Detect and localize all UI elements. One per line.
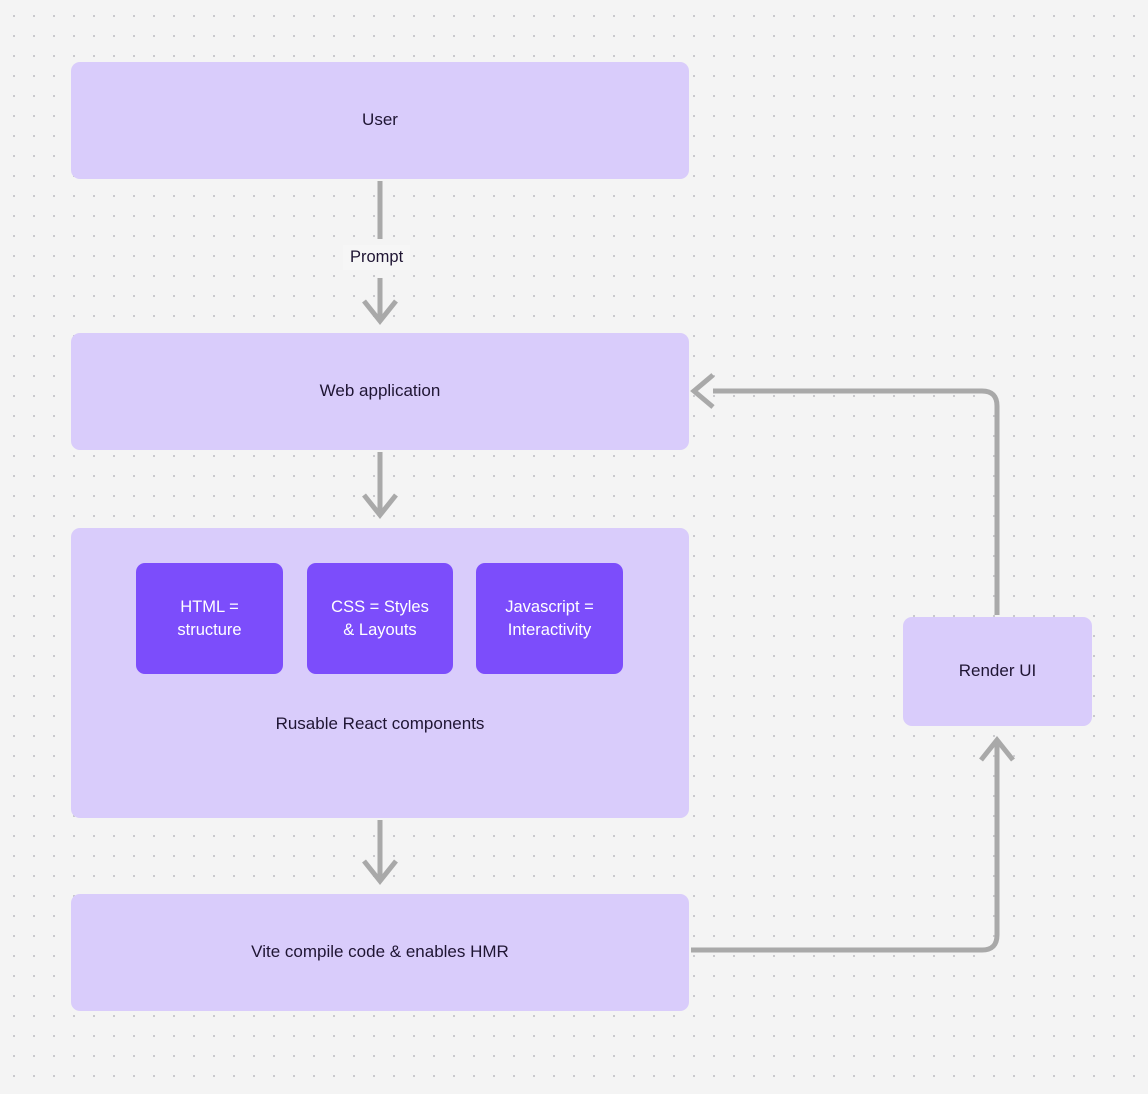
node-javascript-label-line1: Javascript = — [505, 597, 594, 616]
edge-webapp-to-react — [362, 452, 398, 520]
node-user[interactable]: User — [71, 62, 689, 179]
node-css-label: CSS = Styles & Layouts — [331, 596, 429, 642]
node-render-ui-label: Render UI — [958, 661, 1037, 681]
node-render-ui[interactable]: Render UI — [903, 617, 1092, 726]
edge-label-prompt: Prompt — [343, 245, 411, 270]
edge-react-to-vite — [362, 820, 398, 886]
node-web-application[interactable]: Web application — [71, 333, 689, 450]
edge-render-to-webapp — [690, 373, 1000, 615]
node-html[interactable]: HTML = structure — [136, 563, 283, 674]
node-css[interactable]: CSS = Styles & Layouts — [307, 563, 453, 674]
node-vite[interactable]: Vite compile code & enables HMR — [71, 894, 689, 1011]
node-css-label-line2: & Layouts — [343, 620, 417, 639]
node-javascript-label-line2: Interactivity — [507, 620, 592, 639]
node-html-label: HTML = structure — [177, 596, 241, 642]
node-html-label-line2: structure — [177, 620, 242, 639]
node-user-label: User — [362, 110, 398, 130]
node-react-components-caption: Rusable React components — [275, 714, 485, 733]
node-css-label-line1: CSS = Styles — [331, 597, 429, 616]
node-html-label-line1: HTML = — [180, 597, 239, 616]
node-javascript[interactable]: Javascript = Interactivity — [476, 563, 623, 674]
node-vite-label: Vite compile code & enables HMR — [251, 942, 509, 962]
node-web-application-label: Web application — [319, 381, 441, 401]
node-javascript-label: Javascript = Interactivity — [505, 596, 594, 642]
edge-vite-to-render — [691, 735, 1015, 953]
